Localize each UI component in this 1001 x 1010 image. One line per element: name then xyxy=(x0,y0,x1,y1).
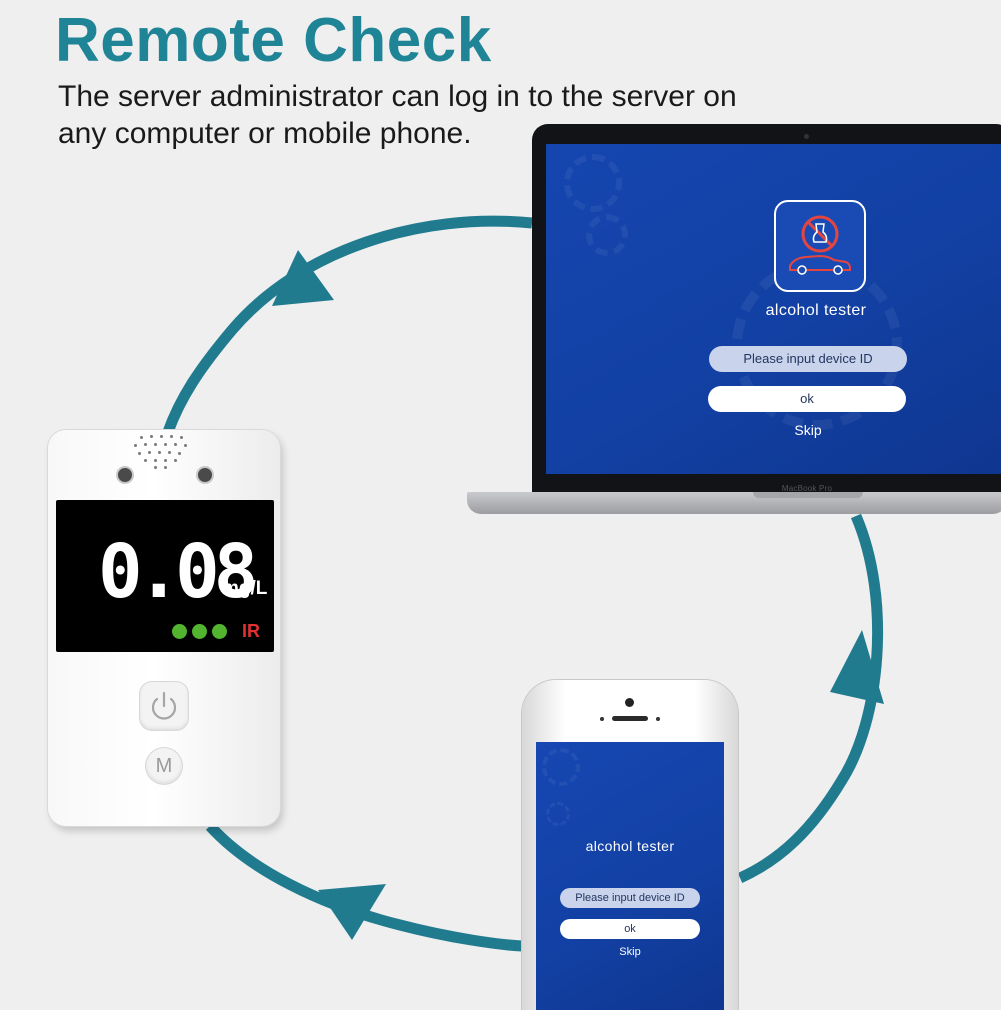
phone-skip-link[interactable]: Skip xyxy=(619,946,641,958)
laptop-screen: alcohol tester Please input device ID ok… xyxy=(546,144,1001,474)
arrow-head-right xyxy=(830,630,884,704)
ir-indicator: IR xyxy=(242,621,260,641)
phone-app-title: alcohol tester xyxy=(585,838,675,854)
gear-icon xyxy=(542,748,580,786)
power-icon xyxy=(151,691,177,720)
laptop-brand-label: MacBook Pro xyxy=(781,484,833,493)
phone-sensor xyxy=(656,717,660,721)
laptop-base xyxy=(467,492,1001,514)
phone-sensor xyxy=(600,717,604,721)
reading-unit: mg/L xyxy=(222,578,268,599)
device-display: 0.08 mg/L IR xyxy=(56,500,274,652)
laptop: alcohol tester Please input device ID ok… xyxy=(532,124,1001,492)
arrow-head-top xyxy=(272,250,334,306)
left-sensor xyxy=(116,466,134,484)
laptop-notch xyxy=(753,492,863,498)
gear-icon xyxy=(564,154,622,212)
arrow-head-bottom xyxy=(318,884,386,940)
status-led-2 xyxy=(192,624,207,639)
cycle-arc-right xyxy=(737,513,884,884)
phone-camera xyxy=(625,698,634,707)
right-sensor xyxy=(196,466,214,484)
gear-icon xyxy=(586,214,628,256)
cycle-arc-bottom xyxy=(205,822,523,952)
smartphone: alcohol tester Please input device ID ok… xyxy=(522,680,738,1010)
status-led-1 xyxy=(172,624,187,639)
alcohol-tester-app-icon[interactable] xyxy=(774,200,866,292)
phone-screen: alcohol tester Please input device ID ok… xyxy=(536,742,724,1010)
cycle-arc-top xyxy=(162,215,533,434)
no-drink-driving-icon xyxy=(789,215,851,275)
laptop-camera xyxy=(804,134,809,139)
skip-link[interactable]: Skip xyxy=(794,422,822,438)
breathalyzer-device: 0.08 mg/L IR M xyxy=(48,430,280,826)
device-id-input[interactable]: Please input device ID xyxy=(709,346,907,372)
gear-icon xyxy=(546,802,570,826)
mode-button[interactable]: M xyxy=(146,748,182,784)
app-title: alcohol tester xyxy=(765,302,867,319)
ok-button[interactable]: ok xyxy=(708,386,906,412)
alcohol-reading: 0.08 xyxy=(98,529,258,615)
page-title: Remote Check xyxy=(55,6,492,75)
phone-device-id-input[interactable]: Please input device ID xyxy=(560,888,700,908)
phone-speaker xyxy=(612,716,648,721)
status-led-3 xyxy=(212,624,227,639)
power-button[interactable] xyxy=(140,682,188,730)
page-subtitle: The server administrator can log in to t… xyxy=(58,80,737,150)
phone-ok-button[interactable]: ok xyxy=(560,919,700,939)
